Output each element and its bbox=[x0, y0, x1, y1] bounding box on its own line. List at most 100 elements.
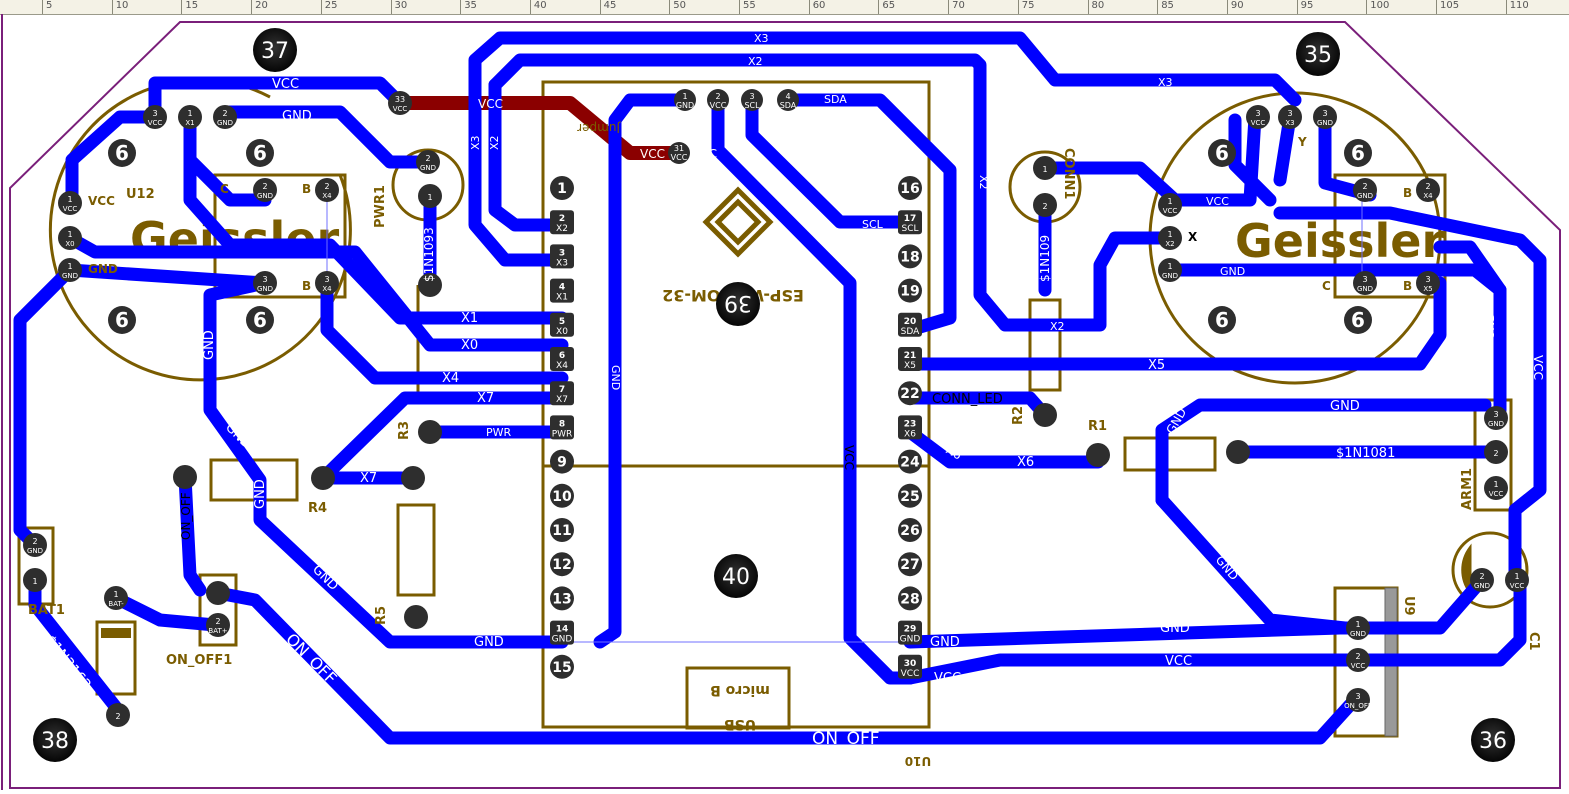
ruler-tick: 50 bbox=[669, 0, 686, 14]
svg-text:2: 2 bbox=[215, 617, 220, 626]
pad bbox=[404, 605, 428, 629]
ruler-tick: 25 bbox=[320, 0, 338, 14]
svg-text:GND: GND bbox=[1350, 630, 1366, 638]
svg-text:4: 4 bbox=[785, 92, 790, 101]
svg-text:X6: X6 bbox=[904, 429, 916, 439]
svg-text:30: 30 bbox=[904, 659, 917, 669]
label-x2-right-vert: X2 bbox=[977, 175, 990, 190]
svg-text:R1: R1 bbox=[1088, 419, 1107, 434]
ruler-tick: 60 bbox=[808, 0, 825, 14]
connector-right-shield-pads: 6 6 6 6 bbox=[1208, 139, 1372, 334]
svg-text:SDA: SDA bbox=[824, 93, 847, 106]
reference-designators: U12 R1 R4 BAT1 ON_OFF1 bbox=[28, 187, 1107, 668]
svg-text:GND: GND bbox=[27, 547, 43, 555]
svg-text:1: 1 bbox=[1514, 572, 1519, 581]
svg-text:1: 1 bbox=[67, 262, 72, 271]
svg-text:X3: X3 bbox=[754, 32, 769, 45]
esp-pin-3: 3X3 bbox=[550, 244, 574, 269]
svg-text:VCC: VCC bbox=[1251, 119, 1266, 127]
pad: 2X4 bbox=[315, 178, 339, 202]
pad bbox=[1086, 443, 1110, 467]
svg-text:2: 2 bbox=[115, 712, 120, 721]
esp-pin-11: 11 bbox=[550, 518, 574, 542]
ruler-tick: 55 bbox=[739, 0, 756, 14]
svg-text:36: 36 bbox=[1479, 729, 1507, 754]
svg-text:20: 20 bbox=[904, 317, 917, 327]
svg-text:3: 3 bbox=[262, 275, 267, 284]
svg-text:VCC: VCC bbox=[934, 671, 961, 686]
svg-text:2: 2 bbox=[715, 92, 720, 101]
svg-text:1: 1 bbox=[67, 230, 72, 239]
svg-text:VCC: VCC bbox=[63, 205, 78, 213]
label-on-off-vert: ON_OFF bbox=[179, 492, 193, 540]
svg-text:GND: GND bbox=[88, 262, 118, 276]
svg-text:4: 4 bbox=[559, 283, 565, 293]
esp-pin-24: 24 bbox=[898, 449, 922, 474]
esp-pin-1: 1 bbox=[550, 176, 574, 200]
svg-text:21: 21 bbox=[904, 351, 917, 361]
svg-text:2: 2 bbox=[425, 154, 430, 163]
svg-text:GND: GND bbox=[552, 635, 573, 645]
label-gnd-left-vertical: GND bbox=[24, 430, 39, 460]
pad: 1 bbox=[418, 184, 442, 208]
svg-text:38: 38 bbox=[41, 729, 69, 754]
esp-ref-label: U10 bbox=[905, 754, 931, 768]
svg-text:GND: GND bbox=[420, 164, 436, 172]
svg-text:3: 3 bbox=[1355, 692, 1360, 701]
svg-text:B: B bbox=[302, 279, 311, 293]
svg-text:R4: R4 bbox=[308, 501, 327, 516]
svg-text:2: 2 bbox=[1479, 572, 1484, 581]
svg-text:X0: X0 bbox=[556, 327, 568, 337]
svg-text:25: 25 bbox=[900, 489, 919, 505]
esp-pin-25: 25 bbox=[898, 483, 922, 508]
esp-pin-4: 4X1 bbox=[550, 278, 574, 303]
top-copper-traces bbox=[13, 31, 1547, 745]
svg-text:3: 3 bbox=[559, 248, 565, 258]
usb-label: USB bbox=[724, 716, 756, 732]
svg-text:X5: X5 bbox=[904, 361, 916, 371]
svg-text:1: 1 bbox=[113, 590, 118, 599]
svg-text:2: 2 bbox=[1042, 202, 1047, 211]
svg-text:GND: GND bbox=[1160, 621, 1190, 636]
ruler-tick: 15 bbox=[181, 0, 198, 14]
esp-pin-12: 12 bbox=[550, 552, 574, 577]
svg-text:C: C bbox=[1322, 279, 1331, 293]
ruler-tick: 85 bbox=[1157, 0, 1174, 14]
svg-text:6: 6 bbox=[1215, 141, 1229, 165]
label-on-off-diag: ON_OFF bbox=[281, 629, 340, 688]
svg-text:VCC: VCC bbox=[272, 77, 299, 92]
svg-text:X1: X1 bbox=[556, 293, 568, 303]
label-n109: $1N109 bbox=[1038, 235, 1052, 282]
svg-text:X0: X0 bbox=[461, 338, 478, 353]
svg-text:6: 6 bbox=[253, 141, 267, 165]
label-x2-vert: X2 bbox=[488, 135, 501, 150]
svg-text:6: 6 bbox=[1351, 308, 1365, 332]
ruler-tick: 5 bbox=[42, 0, 52, 14]
svg-text:24: 24 bbox=[900, 455, 920, 471]
svg-text:SCL: SCL bbox=[901, 224, 918, 234]
svg-text:BAT1: BAT1 bbox=[28, 603, 65, 618]
bottom-copper-traces bbox=[393, 96, 687, 160]
mounting-hole-40: 40 bbox=[714, 554, 758, 598]
svg-text:3: 3 bbox=[1322, 109, 1327, 118]
label-gnd-diag-3: GND bbox=[253, 479, 268, 509]
esp-pin-5: 5X0 bbox=[550, 312, 574, 337]
svg-text:3: 3 bbox=[1425, 275, 1430, 284]
svg-text:6: 6 bbox=[253, 308, 267, 332]
